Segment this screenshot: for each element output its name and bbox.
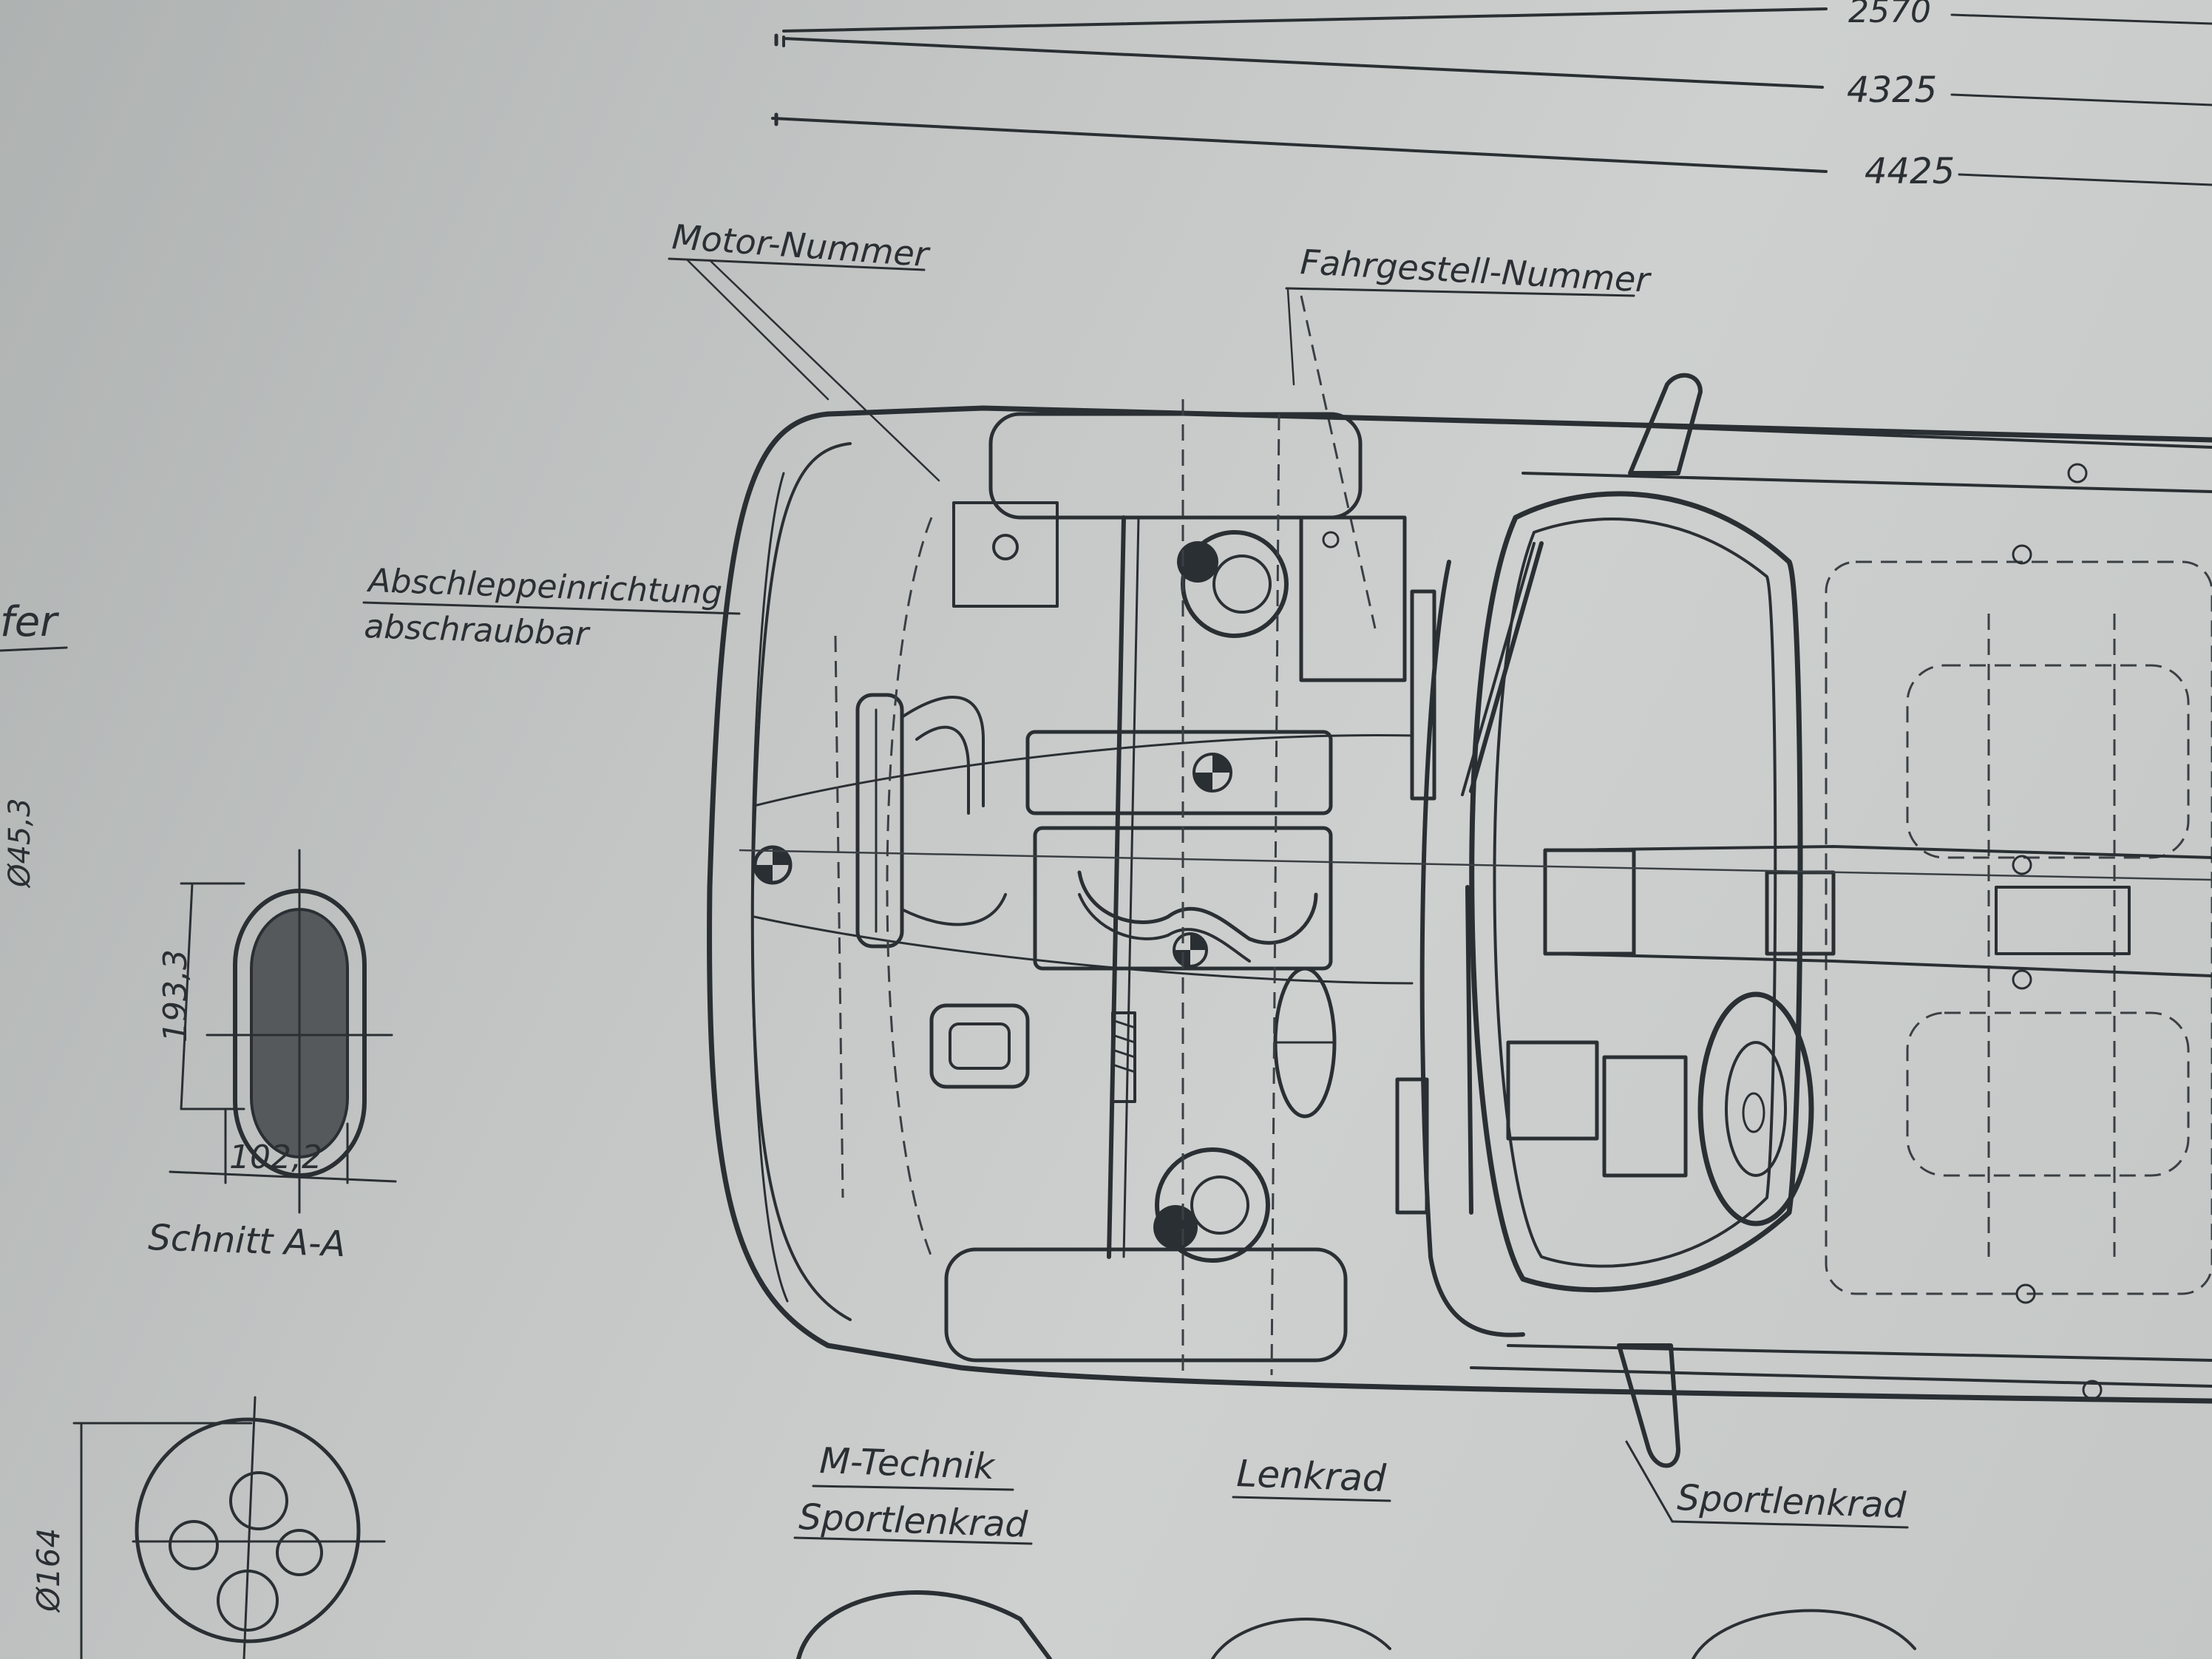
dim-2570: 2570 [1848,0,1931,30]
dim-line-4325 [782,37,1824,89]
label-lenkrad: Lenkrad [1236,1452,1387,1500]
label-motor-nummer: Motor-Nummer [671,217,932,274]
dim-4325: 4325 [1847,69,1937,111]
label-m-technik-2: Sportlenkrad [798,1496,1029,1546]
section-aa-width: 102,2 [229,1139,322,1176]
label-sportlenkrad: Sportlenkrad [1677,1477,1907,1527]
dim-diameter-164: Ø164 [30,1528,67,1613]
section-aa-caption: Schnitt A-A [148,1217,347,1265]
dimension-lines [771,7,2212,186]
dim-line-4425 [771,117,1828,173]
dim-line-2570 [782,7,1828,33]
label-abschlepp-2: abschraubbar [364,608,591,654]
label-fragment-left: fer [0,598,59,646]
car-top-view [707,373,2212,1468]
section-aa [169,849,397,1214]
m-technik-wheel-outline [796,1590,1052,1659]
dim-4425: 4425 [1865,151,1955,192]
lenkrad-wheel-outline [1211,1618,1391,1659]
hub-detail [72,1396,386,1659]
engine-bay [739,399,2212,1376]
label-m-technik-1: M-Technik [819,1440,997,1487]
dim-diameter-left: Ø45,3 [3,798,37,889]
section-aa-height: 193,3 [157,949,194,1042]
sportlenkrad-wheel-outline [1692,1609,1916,1659]
